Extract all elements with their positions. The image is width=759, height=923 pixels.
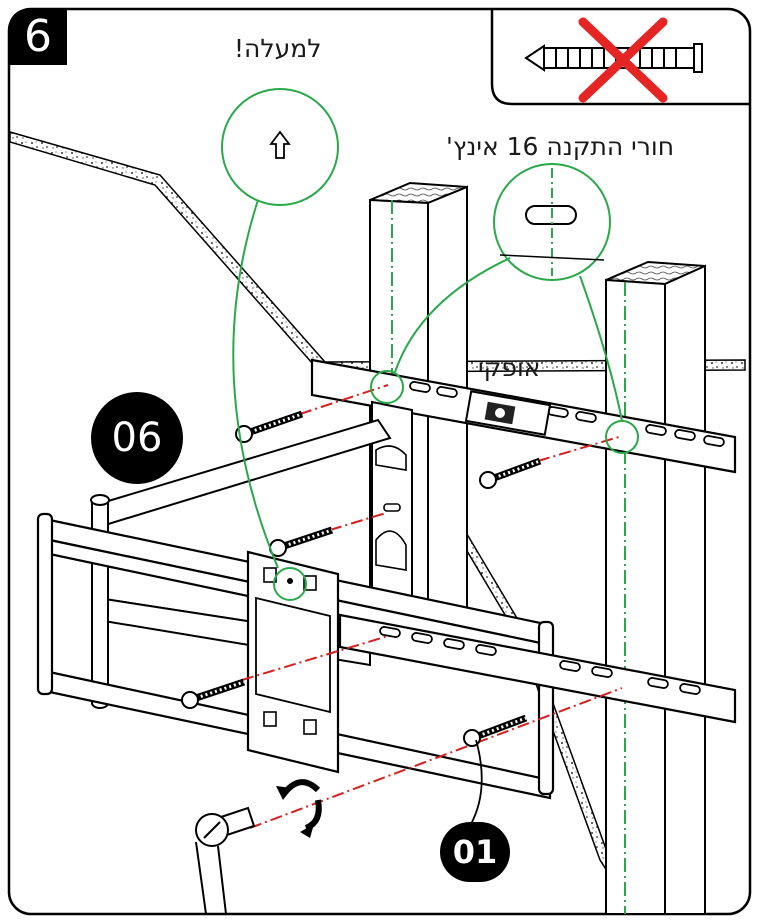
wall-plate-lower xyxy=(338,613,737,724)
label-level: אופקי xyxy=(478,353,541,382)
wall-plate-upper xyxy=(310,358,737,474)
step-number-badge: 6 xyxy=(9,9,67,65)
part-callout-06: 06 xyxy=(91,392,183,484)
lag-bolt-lower-left xyxy=(181,678,246,709)
label-stud-holes: חורי התקנה 16 אינץ' xyxy=(446,132,675,161)
callout-leader xyxy=(469,739,483,827)
part-callout-01: 01 xyxy=(440,822,510,882)
no-wall-anchor-icon xyxy=(490,10,750,106)
wood-stud-right xyxy=(605,260,706,915)
socket-wrench-icon xyxy=(195,806,256,915)
stud-slot-detail xyxy=(499,168,605,276)
lag-bolt-middle xyxy=(269,526,334,557)
drill-guide-lines xyxy=(241,384,623,829)
lag-bolt-upper-right xyxy=(479,457,542,489)
page-frame xyxy=(7,7,752,916)
up-arrow-icon xyxy=(269,130,291,159)
center-mounting-plate xyxy=(246,550,340,774)
lag-bolt-upper-left xyxy=(235,410,304,443)
lag-bolt-lower-right xyxy=(463,714,528,747)
clockwise-rotate-icon xyxy=(276,779,322,838)
label-up: למעלה! xyxy=(234,34,322,63)
